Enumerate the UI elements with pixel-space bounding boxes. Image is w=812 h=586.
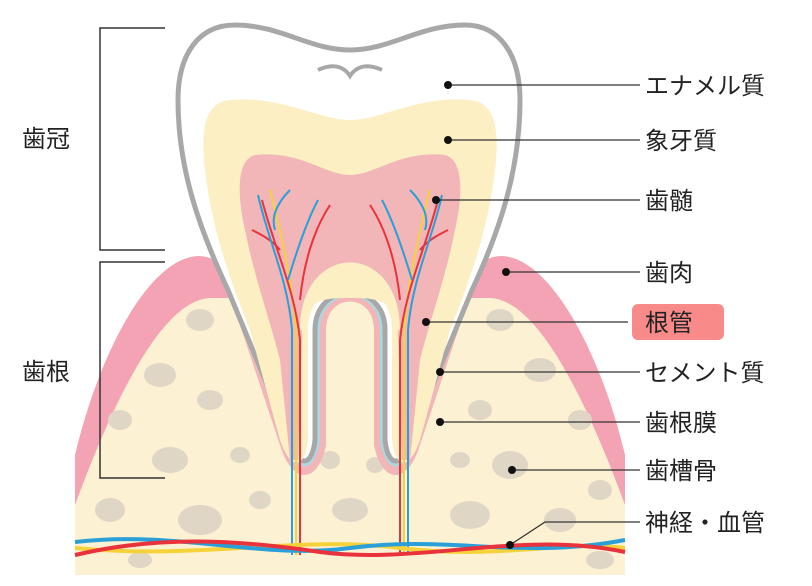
pulp-vessels [251,189,449,555]
section-crown-label: 歯冠 [22,125,70,153]
dentin-inner [300,262,400,330]
label-gingiva: 歯肉 [645,259,693,287]
section-root-label: 歯根 [22,358,70,386]
crown-groove [317,64,383,80]
label-enamel: エナメル質 [645,72,765,100]
pointer-dots [422,81,516,549]
bone-spots [95,309,614,569]
leader-lines [426,84,640,546]
root-canal-highlight [632,304,724,340]
label-alveolar-bone: 歯槽骨 [645,457,717,485]
label-root-canal: 根管 [645,309,693,337]
label-nerves-vessels: 神経・血管 [645,509,765,537]
label-cementum: セメント質 [645,359,765,387]
alveolar-bone [75,298,625,575]
label-periodontal-ligament: 歯根膜 [645,409,717,437]
label-pulp: 歯髄 [645,187,693,215]
nerves-vessels [74,537,626,557]
section-brackets [99,27,165,479]
label-dentin: 象牙質 [645,127,717,155]
pulp [239,154,461,460]
